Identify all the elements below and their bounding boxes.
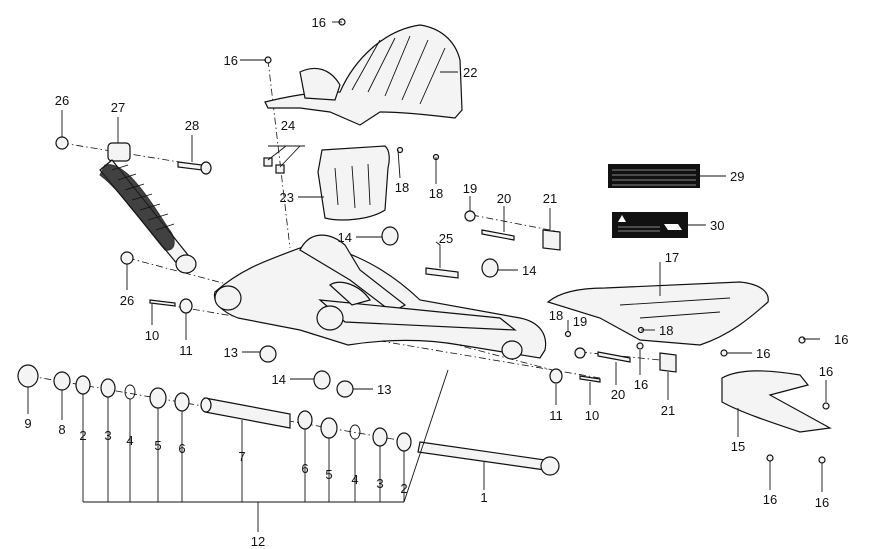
leader-lines	[27, 21, 827, 532]
callout-1: 1	[480, 490, 487, 505]
callout-30: 30	[710, 218, 724, 233]
callout-18: 18	[659, 323, 673, 338]
callout-14: 14	[522, 263, 536, 278]
callout-16: 16	[834, 332, 848, 347]
pivot-axle	[417, 441, 560, 476]
callout-28: 28	[185, 118, 199, 133]
callout-29: 29	[730, 169, 744, 184]
callout-16: 16	[756, 346, 770, 361]
callout-11: 11	[549, 408, 563, 423]
callout-13: 13	[224, 345, 238, 360]
shock-absorber	[99, 142, 197, 274]
callout-labels: 16 16 22 26 27 28 24 18 18 23 29 19 20 2…	[24, 15, 848, 549]
callout-25: 25	[439, 231, 453, 246]
callout-5: 5	[154, 438, 161, 453]
callout-16: 16	[634, 377, 648, 392]
callout-3: 3	[376, 476, 383, 491]
callout-2: 2	[79, 428, 86, 443]
callout-2: 2	[400, 481, 407, 496]
callout-16: 16	[815, 495, 829, 510]
callout-3: 3	[104, 428, 111, 443]
pivot-hardware	[17, 364, 412, 452]
callout-18: 18	[429, 186, 443, 201]
callout-4: 4	[126, 433, 133, 448]
callout-21: 21	[543, 191, 557, 206]
callout-12: 12	[251, 534, 265, 549]
callout-14: 14	[338, 230, 352, 245]
callout-14: 14	[272, 372, 286, 387]
callout-7: 7	[238, 449, 245, 464]
callout-6: 6	[301, 461, 308, 476]
callout-16: 16	[763, 492, 777, 507]
fender-bracket	[317, 145, 390, 221]
callout-5: 5	[325, 467, 332, 482]
tire-pressure-decal	[608, 164, 700, 188]
warning-decal	[612, 212, 688, 238]
callout-13: 13	[377, 382, 391, 397]
callout-20: 20	[611, 387, 625, 402]
callout-26: 26	[55, 93, 69, 108]
chain-guard	[546, 281, 769, 346]
callout-18: 18	[395, 180, 409, 195]
callout-19: 19	[573, 314, 587, 329]
callout-10: 10	[585, 408, 599, 423]
callout-6: 6	[178, 441, 185, 456]
callout-15: 15	[731, 439, 745, 454]
swingarm-body	[213, 234, 547, 360]
callout-22: 22	[463, 65, 477, 80]
chain-slider	[721, 370, 832, 433]
callout-10: 10	[145, 328, 159, 343]
rear-fender	[264, 24, 463, 126]
callout-17: 17	[665, 250, 679, 265]
callout-4: 4	[351, 472, 358, 487]
callout-11: 11	[179, 343, 193, 358]
callout-16: 16	[312, 15, 326, 30]
callout-8: 8	[58, 422, 65, 437]
callout-27: 27	[111, 100, 125, 115]
callout-23: 23	[280, 190, 294, 205]
callout-26: 26	[120, 293, 134, 308]
pivot-tube	[200, 397, 291, 429]
callout-18: 18	[549, 308, 563, 323]
callout-9: 9	[24, 416, 31, 431]
callout-19: 19	[463, 181, 477, 196]
callout-21: 21	[661, 403, 675, 418]
callout-16: 16	[819, 364, 833, 379]
callout-24: 24	[281, 118, 295, 133]
callout-16: 16	[224, 53, 238, 68]
callout-20: 20	[497, 191, 511, 206]
